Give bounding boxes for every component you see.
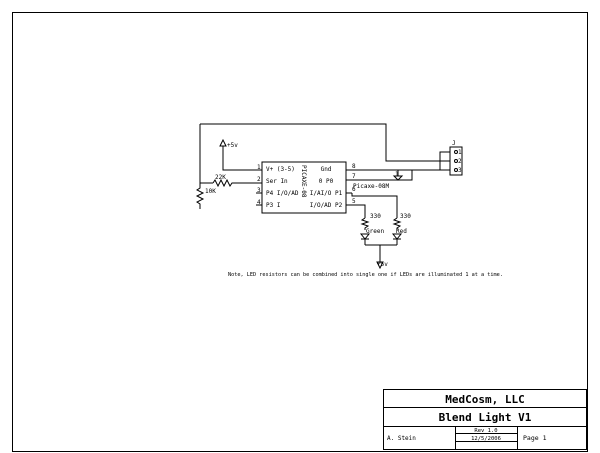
pin3-name: P4 I/O/AD bbox=[266, 190, 299, 197]
sheet-border bbox=[12, 12, 588, 452]
connector-pin-label-3: 3 bbox=[458, 167, 462, 174]
connector-pin-3 bbox=[454, 168, 458, 172]
r10k-symbol bbox=[195, 183, 205, 209]
gnd-pin-label: 1 bbox=[395, 171, 399, 178]
connector-ref: J bbox=[452, 140, 456, 147]
r330-green-symbol bbox=[360, 217, 370, 230]
r330-red-wire bbox=[351, 193, 398, 218]
pin5-name: I/O/AD P2 bbox=[310, 202, 343, 209]
company-name: MedCosm, LLC bbox=[445, 393, 524, 406]
pin6-name: I/AI/O P1 bbox=[310, 190, 343, 197]
connector-pin-label-1: 1 bbox=[458, 149, 462, 156]
pin7-name: 0 P0 bbox=[319, 178, 334, 185]
pin3-wire bbox=[256, 192, 262, 206]
date-label: 12/5/2006 bbox=[471, 436, 501, 442]
connector-pin-1 bbox=[454, 150, 458, 154]
page-label: Page 1 bbox=[523, 434, 547, 442]
r10k-label: 10K bbox=[205, 188, 216, 195]
led-green-label: Green bbox=[366, 228, 384, 235]
pin4-name: P3 I bbox=[266, 202, 281, 209]
pin2-name: Ser In bbox=[266, 178, 288, 185]
connector-pin-label-2: 2 bbox=[458, 158, 462, 165]
r330-red-symbol bbox=[392, 217, 402, 230]
pin8-conn-wire bbox=[398, 151, 450, 171]
vplus-bottom-arrow bbox=[376, 261, 384, 270]
pin2-num: 2 bbox=[257, 176, 261, 183]
vplus-wire bbox=[222, 146, 262, 171]
pin6-num: 6 bbox=[352, 186, 356, 193]
led-common-wire bbox=[365, 244, 397, 263]
led-red-label: Red bbox=[396, 228, 407, 235]
led-green-symbol bbox=[359, 233, 371, 245]
r330-red-label: 330 bbox=[400, 213, 411, 220]
connector-body bbox=[449, 146, 463, 176]
pin7-num: 7 bbox=[352, 173, 356, 180]
pin8-num: 8 bbox=[352, 163, 356, 170]
connector-pin-2 bbox=[454, 159, 458, 163]
pin4-num: 4 bbox=[257, 199, 261, 206]
ic-part-label: Picaxe-08M bbox=[353, 183, 390, 190]
pin5-num: 5 bbox=[352, 198, 356, 205]
gnd-symbol bbox=[392, 175, 404, 181]
vplus-bottom-label: +5v bbox=[377, 261, 388, 268]
drawing-title: Blend Light V1 bbox=[439, 411, 532, 424]
vplus-top-label: +5v bbox=[227, 142, 238, 149]
vplus-arrow bbox=[219, 138, 227, 147]
led-red-symbol bbox=[391, 233, 403, 245]
revision-label: Rev 1.0 bbox=[474, 428, 497, 434]
pin8-name: Gnd bbox=[321, 166, 332, 173]
title-block bbox=[383, 389, 587, 450]
pin1-name: V+ (3-5) bbox=[266, 166, 295, 173]
pin5-wire bbox=[346, 204, 366, 218]
design-note: Note, LED resistors can be combined into… bbox=[228, 272, 503, 278]
pin3-num: 3 bbox=[257, 187, 261, 194]
r330-green-label: 330 bbox=[370, 213, 381, 220]
author-label: A. Stein bbox=[387, 435, 416, 442]
pin1-num: 1 bbox=[257, 164, 261, 171]
r22k-label: 22K bbox=[215, 174, 226, 181]
r22k-symbol bbox=[212, 178, 262, 188]
ic-body bbox=[261, 161, 347, 214]
ic-type-label: PICAXE-08 bbox=[300, 165, 307, 198]
